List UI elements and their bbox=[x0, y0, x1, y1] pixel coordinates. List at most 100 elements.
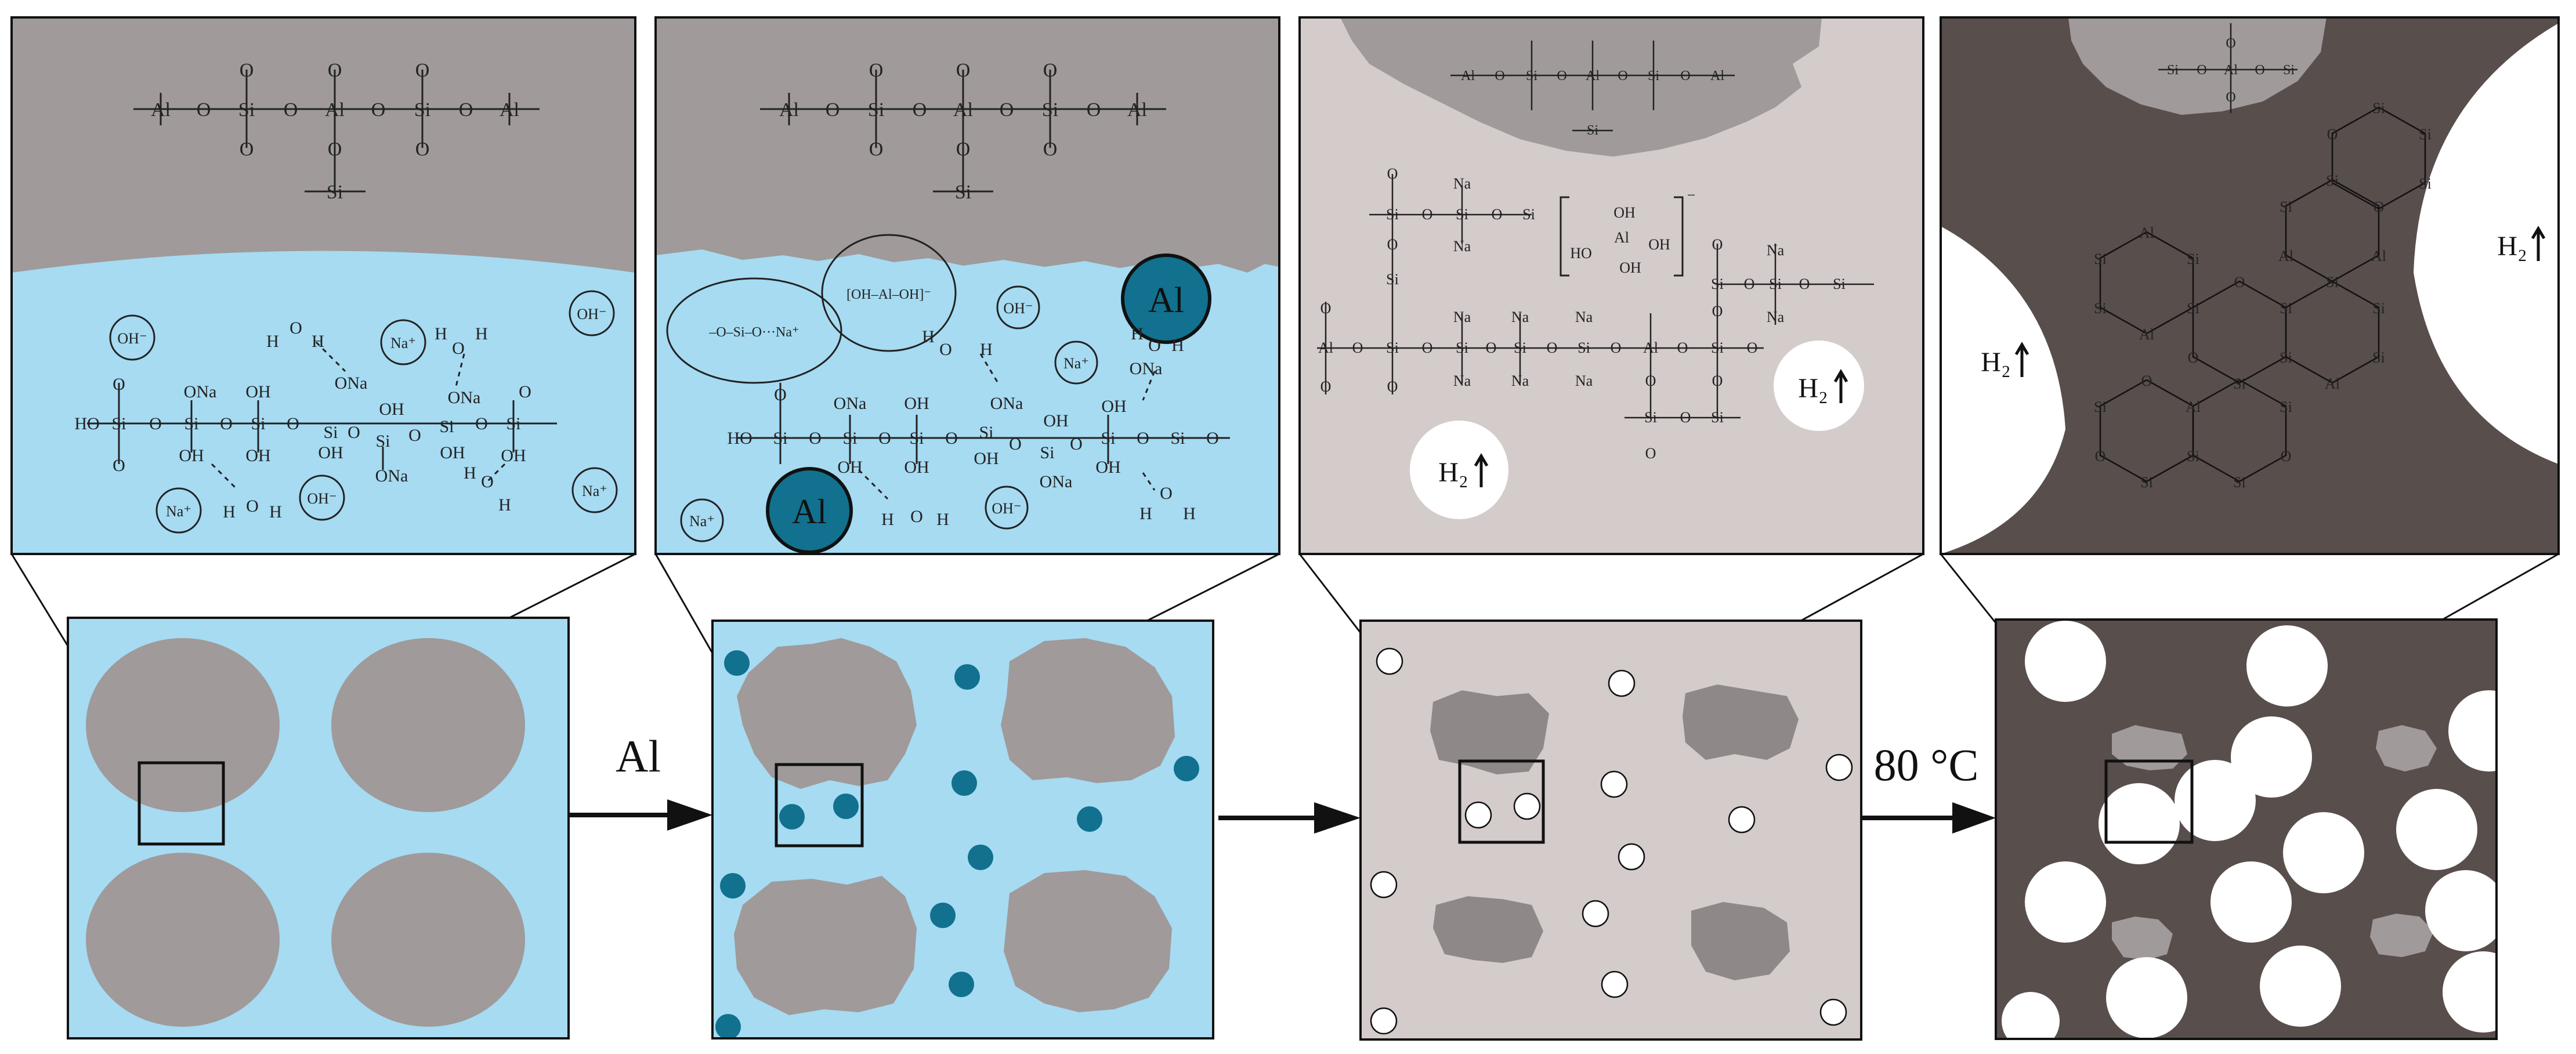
svg-text:O: O bbox=[1387, 165, 1398, 182]
zoom-box bbox=[2104, 759, 2194, 844]
residual-precursor bbox=[1430, 690, 1549, 774]
svg-text:O: O bbox=[481, 472, 494, 491]
svg-text:Al: Al bbox=[792, 492, 827, 531]
oligomer-atoms: HO Si O Si O Si O Si O Si O Si O Si O O … bbox=[74, 318, 531, 521]
svg-text:Al: Al bbox=[953, 99, 973, 121]
svg-text:Al: Al bbox=[1318, 339, 1333, 356]
etched-precursor-surface bbox=[656, 17, 1279, 273]
svg-text:O: O bbox=[2095, 448, 2106, 465]
svg-text:Al: Al bbox=[616, 731, 661, 781]
svg-text:Na⁺: Na⁺ bbox=[1063, 355, 1089, 372]
svg-text:ONa: ONa bbox=[834, 394, 867, 413]
h2-bubble-2: H₂ bbox=[1774, 341, 1864, 431]
etched-precursor-particle bbox=[1001, 638, 1175, 783]
small-h2-bubbles bbox=[1370, 647, 1853, 1035]
svg-text:H: H bbox=[980, 340, 993, 359]
svg-text:H: H bbox=[435, 324, 447, 343]
svg-text:Al: Al bbox=[1586, 68, 1600, 84]
svg-text:O: O bbox=[1043, 60, 1058, 81]
zoom-box bbox=[138, 761, 225, 846]
svg-text:O: O bbox=[371, 99, 386, 121]
svg-text:O: O bbox=[1009, 434, 1022, 454]
ion-labels: OH⁻ Na⁺ Na⁺ OH⁻ bbox=[689, 300, 1089, 530]
svg-text:O: O bbox=[1645, 372, 1656, 389]
svg-text:O: O bbox=[2281, 448, 2292, 465]
svg-text:H: H bbox=[881, 510, 894, 529]
svg-text:O: O bbox=[826, 99, 840, 121]
svg-text:Si: Si bbox=[868, 99, 884, 121]
svg-text:O: O bbox=[2226, 36, 2235, 51]
svg-text:O: O bbox=[1712, 303, 1723, 320]
svg-text:Si: Si bbox=[2372, 100, 2385, 117]
svg-text:H: H bbox=[464, 463, 476, 483]
svg-text:Si: Si bbox=[1711, 276, 1724, 292]
svg-text:Si: Si bbox=[773, 429, 787, 448]
svg-text:Si: Si bbox=[2372, 300, 2385, 317]
svg-text:O: O bbox=[328, 60, 342, 81]
3d-network-bonds bbox=[2099, 106, 2426, 483]
svg-text:O: O bbox=[809, 429, 822, 448]
process-arrow-al: Al bbox=[569, 731, 712, 831]
svg-text:Al: Al bbox=[1148, 281, 1184, 320]
panel-1-frame bbox=[10, 16, 636, 555]
svg-text:OH: OH bbox=[837, 458, 862, 477]
svg-text:O: O bbox=[408, 426, 421, 445]
h2-pore-left bbox=[1941, 226, 2065, 554]
svg-text:Si: Si bbox=[1386, 271, 1399, 288]
panel-1-dissolution: Al O Si O Al O Si O Al O O O O O O Si bbox=[12, 17, 635, 554]
svg-text:O: O bbox=[2188, 349, 2199, 366]
svg-text:Si: Si bbox=[1644, 409, 1657, 426]
svg-text:Al: Al bbox=[2139, 224, 2154, 241]
svg-text:Si: Si bbox=[2419, 175, 2432, 192]
svg-text:Na: Na bbox=[1575, 372, 1593, 389]
svg-text:Al: Al bbox=[1614, 229, 1629, 246]
svg-text:O: O bbox=[1043, 139, 1058, 160]
ion-labels: OH⁻ OH⁻ Na⁺ Na⁺ OH⁻ Na⁺ bbox=[117, 306, 607, 520]
svg-text:OH⁻: OH⁻ bbox=[307, 490, 337, 507]
svg-text:Si: Si bbox=[2326, 172, 2339, 189]
svg-text:H₂: H₂ bbox=[1798, 373, 1828, 404]
svg-text:Si: Si bbox=[2233, 474, 2246, 491]
stage-1-precursor-in-activator bbox=[67, 617, 570, 1039]
svg-text:O: O bbox=[1495, 68, 1504, 84]
svg-text:OH⁻: OH⁻ bbox=[992, 500, 1021, 517]
zoom-box bbox=[775, 763, 864, 847]
svg-text:O: O bbox=[1160, 484, 1173, 503]
svg-text:Si: Si bbox=[2280, 300, 2292, 317]
svg-text:O: O bbox=[956, 139, 971, 160]
svg-text:Si: Si bbox=[1456, 206, 1468, 223]
svg-text:Si: Si bbox=[1514, 339, 1526, 356]
svg-text:Si: Si bbox=[2372, 349, 2385, 366]
panel-4-frame bbox=[1940, 16, 2560, 555]
svg-text:O: O bbox=[1148, 336, 1161, 355]
svg-text:Si: Si bbox=[1456, 339, 1468, 356]
svg-text:O: O bbox=[1492, 206, 1503, 223]
residual-precursor bbox=[1691, 902, 1790, 980]
svg-text:O: O bbox=[1799, 276, 1810, 292]
svg-text:OH⁻: OH⁻ bbox=[117, 330, 147, 347]
svg-text:O: O bbox=[284, 99, 298, 121]
ion-circles bbox=[680, 285, 1098, 542]
svg-text:Si: Si bbox=[238, 99, 255, 121]
stage-3-foaming bbox=[1359, 620, 1862, 1041]
svg-text:O: O bbox=[869, 139, 884, 160]
svg-text:O: O bbox=[956, 60, 971, 81]
precursor-particle bbox=[86, 853, 280, 1027]
silicate-oligomer bbox=[737, 383, 1230, 464]
network-atoms: Si Al Si Si Al Si O Si Si Si O Si O Al S… bbox=[2094, 100, 2432, 491]
svg-text:O: O bbox=[2226, 90, 2235, 105]
svg-text:Si: Si bbox=[414, 99, 430, 121]
svg-text:Si: Si bbox=[439, 417, 454, 436]
svg-text:OH: OH bbox=[318, 443, 343, 462]
svg-text:O: O bbox=[1137, 429, 1149, 448]
svg-text:Si: Si bbox=[2280, 349, 2292, 366]
svg-text:Al: Al bbox=[1461, 68, 1475, 84]
precursor-chain bbox=[1450, 41, 1735, 132]
residual-precursor bbox=[2068, 17, 2327, 115]
svg-text:O: O bbox=[459, 99, 473, 121]
svg-text:Na: Na bbox=[1767, 242, 1785, 259]
svg-text:−: − bbox=[1687, 187, 1696, 204]
hydrogen-bonds bbox=[858, 353, 1156, 500]
svg-text:ONa: ONa bbox=[1040, 472, 1073, 491]
svg-text:O: O bbox=[287, 414, 299, 433]
